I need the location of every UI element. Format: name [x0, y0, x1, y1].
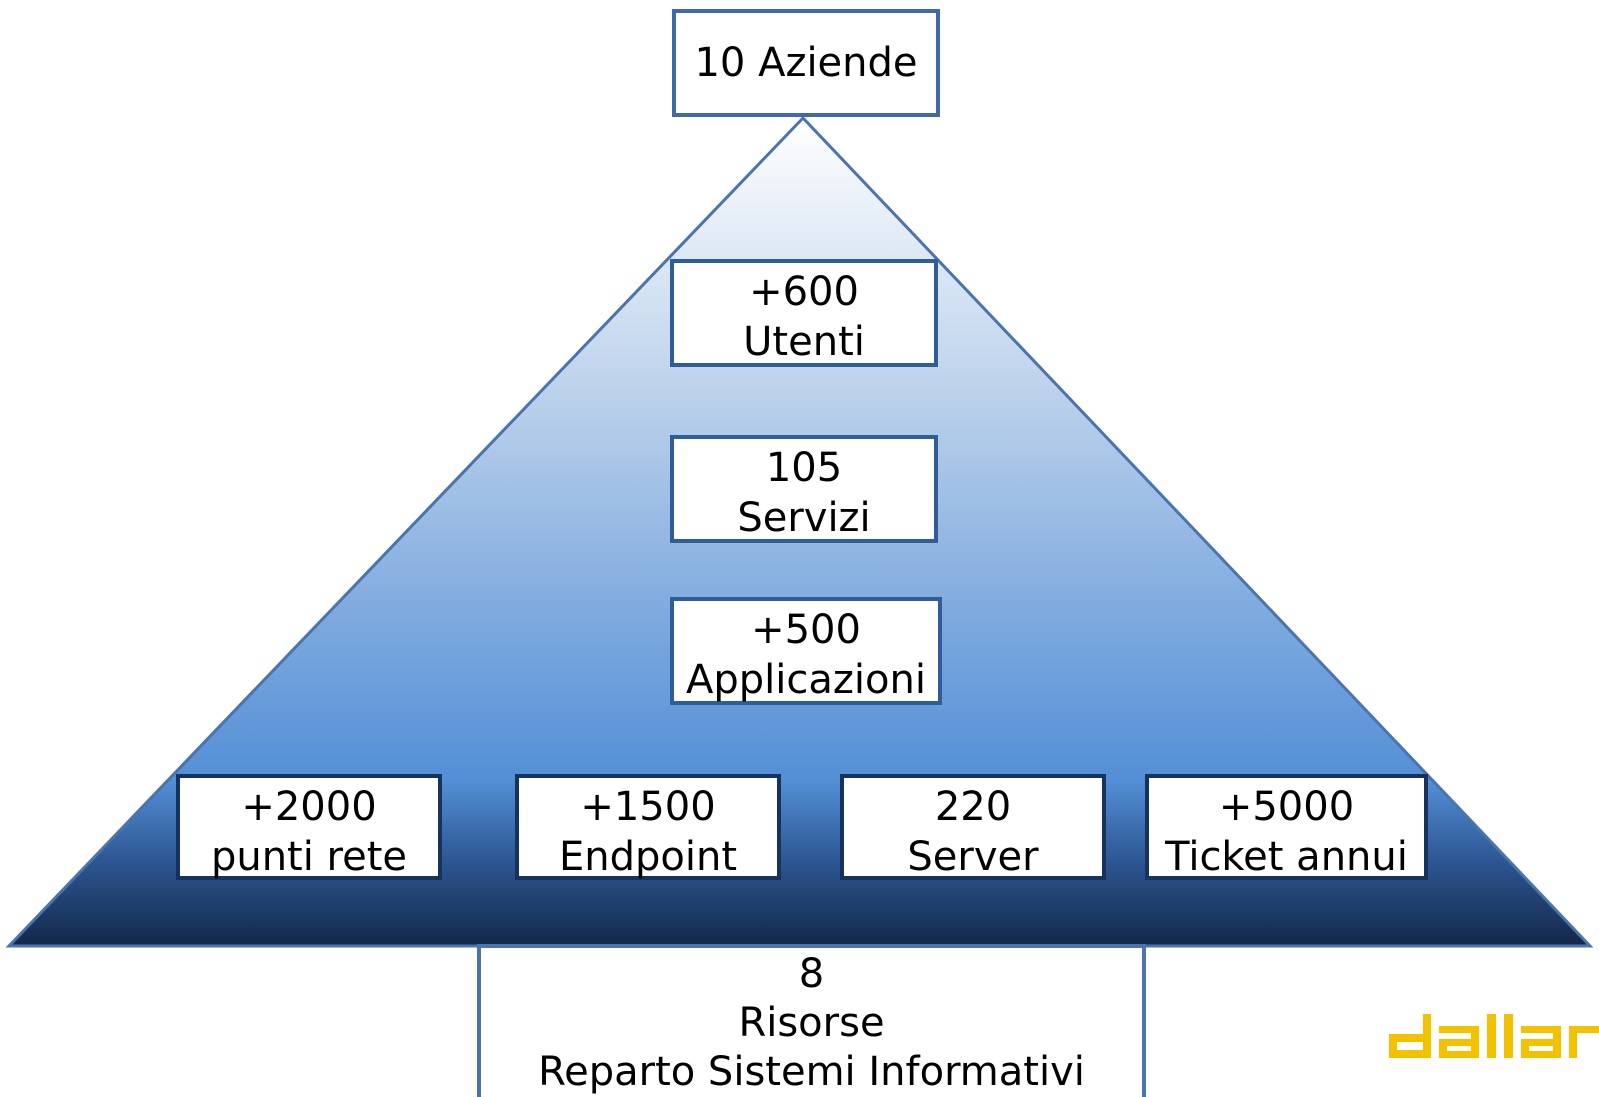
users-label: Utenti	[743, 319, 865, 365]
endpoint-box: +1500 Endpoint	[515, 774, 781, 880]
applications-label: Applicazioni	[686, 657, 926, 703]
companies-value: 10 Aziende	[694, 40, 918, 86]
users-value: +600	[749, 269, 859, 315]
users-box: +600 Utenti	[670, 259, 938, 367]
network-points-value: +2000	[241, 784, 377, 830]
applications-value: +500	[751, 607, 861, 653]
services-value: 105	[765, 445, 843, 491]
it-resources-value: 8	[798, 951, 825, 997]
server-label: Server	[907, 834, 1039, 880]
network-points-label: punti rete	[210, 834, 408, 880]
companies-box: 10 Aziende	[672, 9, 940, 117]
services-label: Servizi	[737, 495, 871, 541]
it-department-label: Reparto Sistemi Informativi	[538, 1049, 1085, 1095]
it-resources-box: 8 Risorse Reparto Sistemi Informativi	[477, 944, 1146, 1097]
endpoint-value: +1500	[580, 784, 716, 830]
tickets-box: +5000 Ticket annui	[1145, 774, 1428, 880]
services-box: 105 Servizi	[670, 435, 938, 543]
applications-box: +500 Applicazioni	[670, 597, 942, 705]
server-box: 220 Server	[840, 774, 1106, 880]
server-value: 220	[934, 784, 1012, 830]
tickets-value: +5000	[1218, 784, 1355, 830]
tickets-label: Ticket annui	[1165, 834, 1408, 880]
it-resources-label: Risorse	[738, 1000, 885, 1046]
endpoint-label: Endpoint	[558, 834, 738, 880]
dallan-logo	[1389, 1014, 1599, 1058]
network-points-box: +2000 punti rete	[176, 774, 442, 880]
